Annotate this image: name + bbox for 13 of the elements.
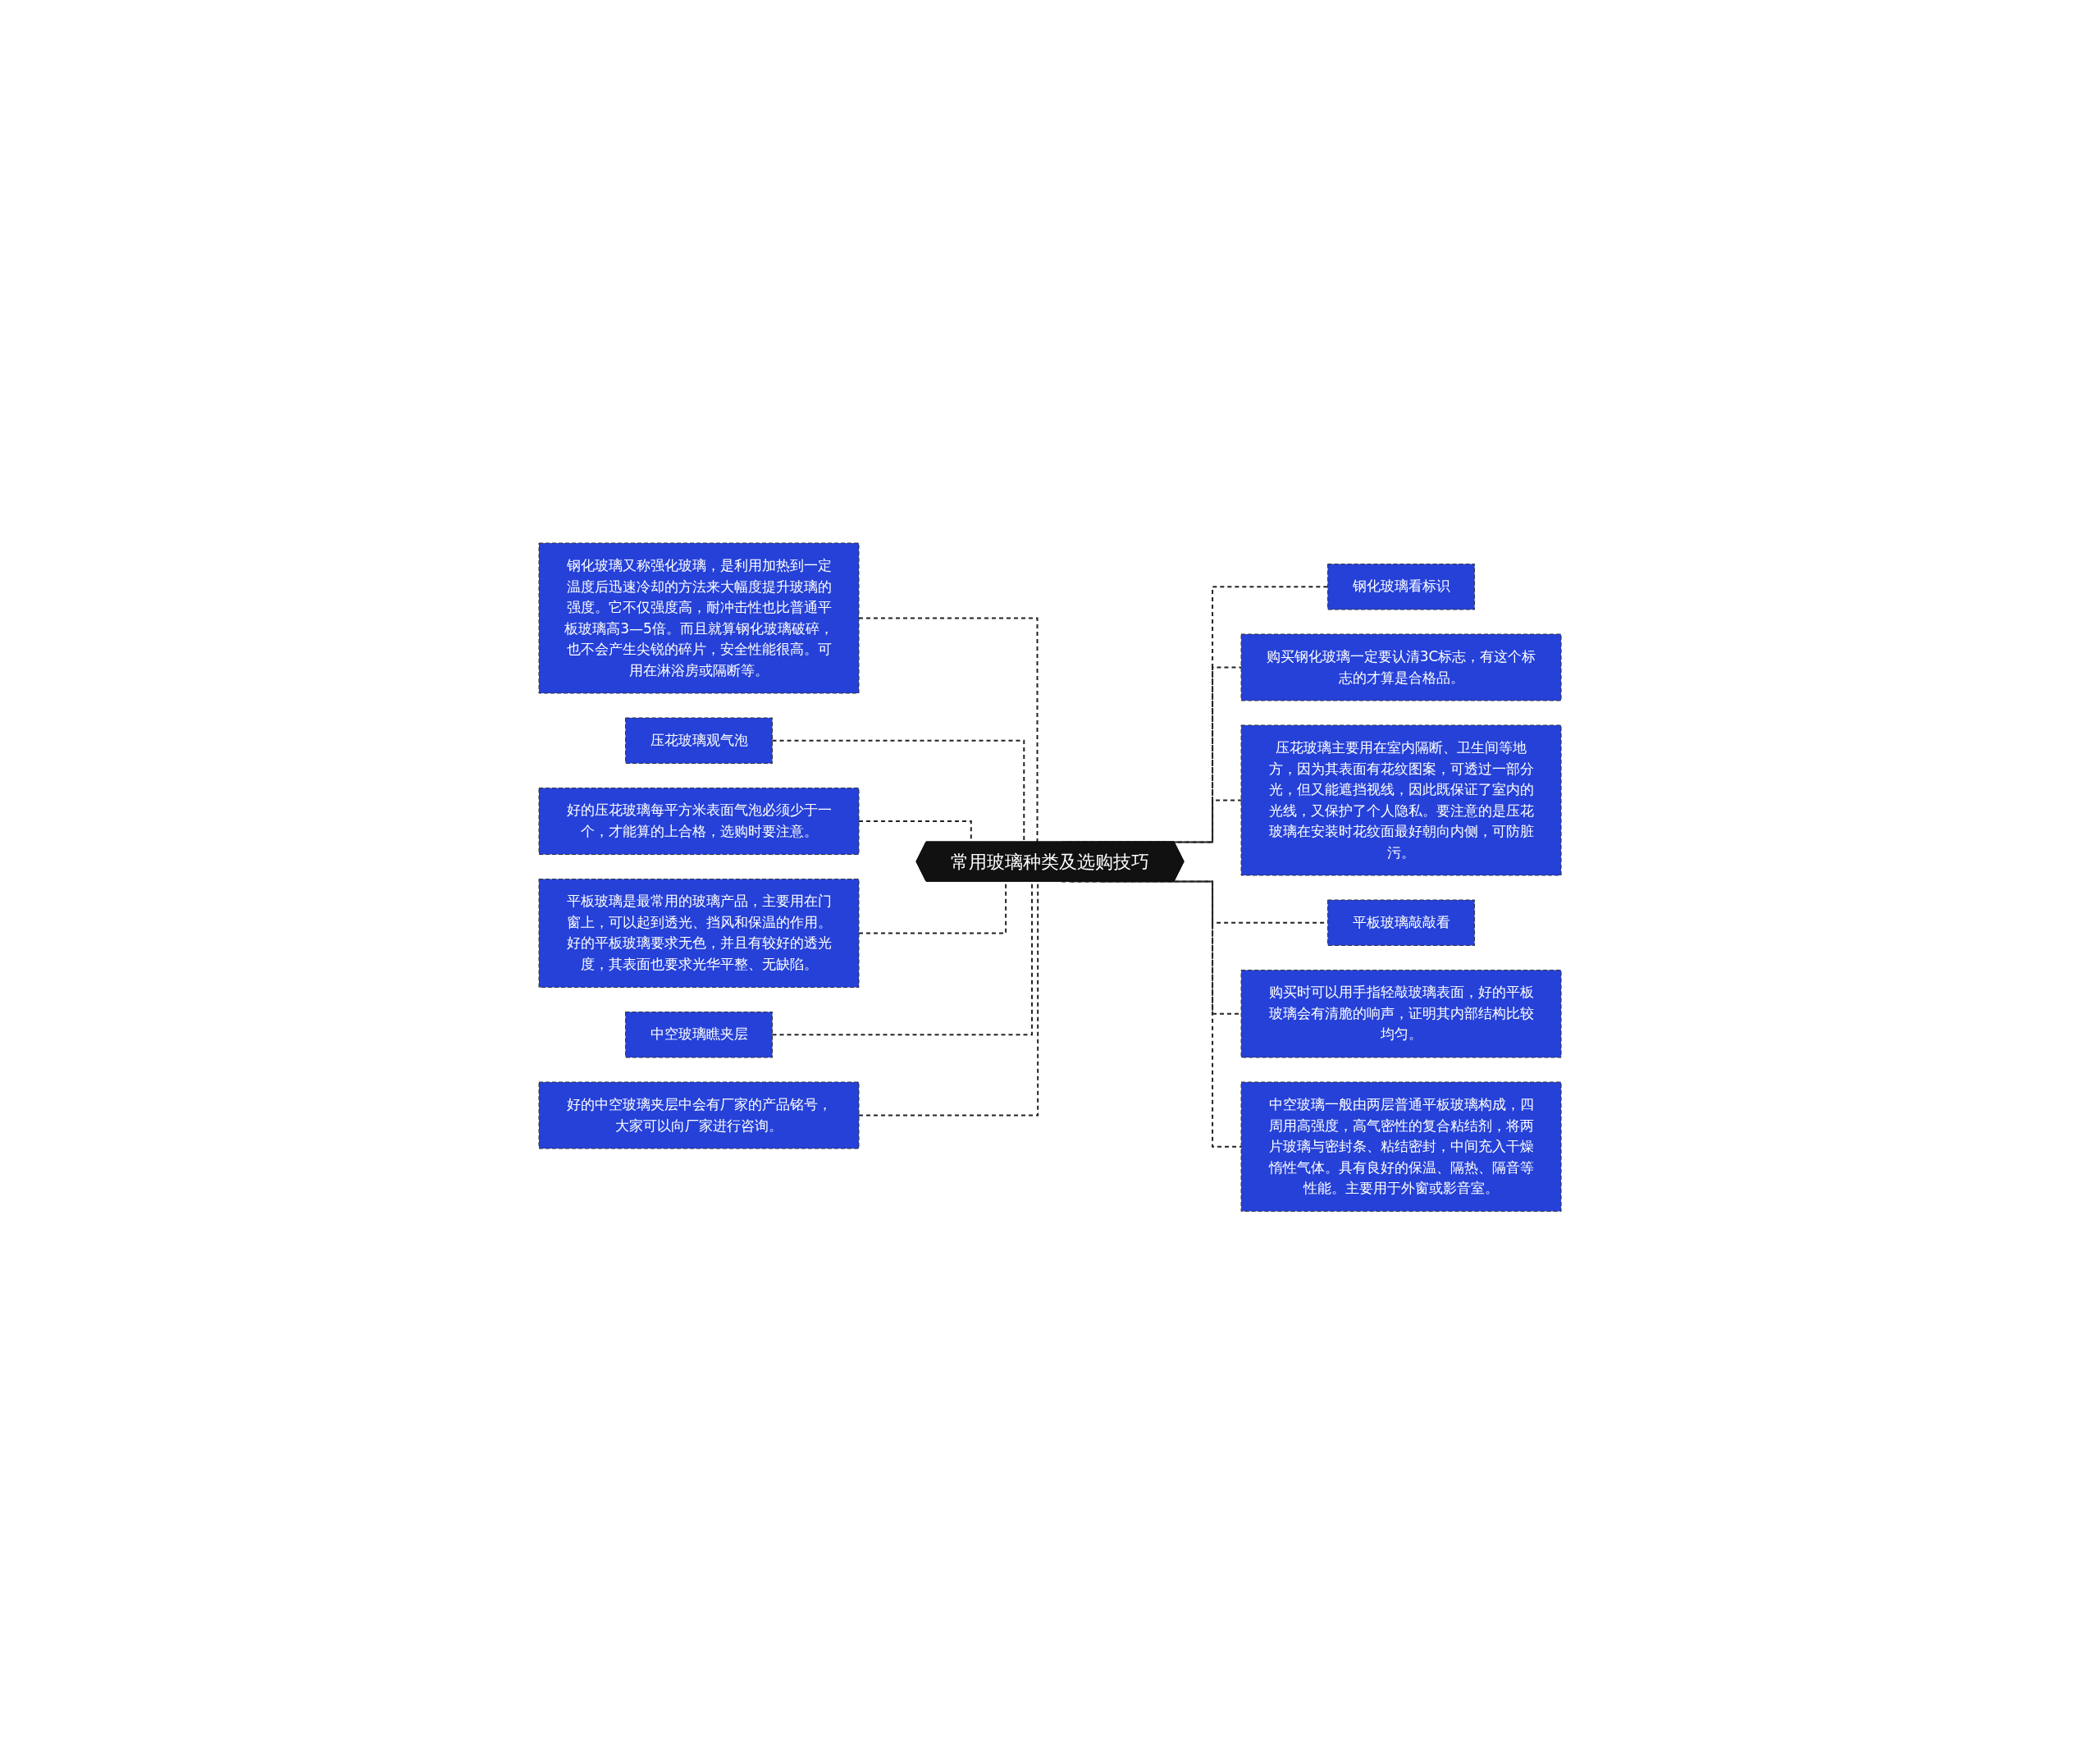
node-box: 中空玻璃瞧夹层 [624,1011,773,1058]
node-box: 中空玻璃一般由两层普通平板玻璃构成，四周用高强度，高气密性的复合粘结剂，将两片玻璃与密封条、粘结密封，中间充入干燥惰性气体。具有良好的保温、隔热、隔音等性能。主要用于外窗或影音室。 [1240,1081,1562,1212]
node-box: 购买钢化玻璃一定要认清3C标志，有这个标志的才算是合格品。 [1240,633,1562,701]
node-box: 购买时可以用手指轻敲玻璃表面，好的平板玻璃会有清脆的响声，证明其内部结构比较均匀。 [1240,969,1562,1058]
node-box: 好的压花玻璃每平方米表面气泡必须少于一个，才能算的上合格，选购时要注意。 [538,787,860,855]
node-box: 压花玻璃观气泡 [624,717,773,764]
node-box: 平板玻璃敲敲看 [1327,899,1475,946]
node-box: 好的中空玻璃夹层中会有厂家的产品铭号，大家可以向厂家进行咨询。 [538,1081,860,1149]
node-box: 钢化玻璃看标识 [1327,563,1475,610]
node-box: 平板玻璃是最常用的玻璃产品，主要用在门窗上，可以起到透光、挡风和保温的作用。好的平板玻璃要求无色，并且有较好的透光度，其表面也要求光华平整、无缺陷。 [538,878,860,988]
node-box: 压花玻璃主要用在室内隔断、卫生间等地方，因为其表面有花纹图案，可透过一部分光，但又能遮挡视线，因此既保证了室内的光线，又保护了个人隐私。要注意的是压花玻璃在安装时花纹面最好朝向内侧，可防脏污。 [1240,724,1562,876]
node-box: 钢化玻璃又称强化玻璃，是利用加热到一定温度后迅速冷却的方法来大幅度提升玻璃的强度。它不仅强度高，耐冲击性也比普通平板玻璃高3—5倍。而且就算钢化玻璃破碎，也不会产生尖锐的碎片，安全性能很高。可用在淋浴房或隔断等。 [538,542,860,694]
connector [1061,880,1243,1148]
